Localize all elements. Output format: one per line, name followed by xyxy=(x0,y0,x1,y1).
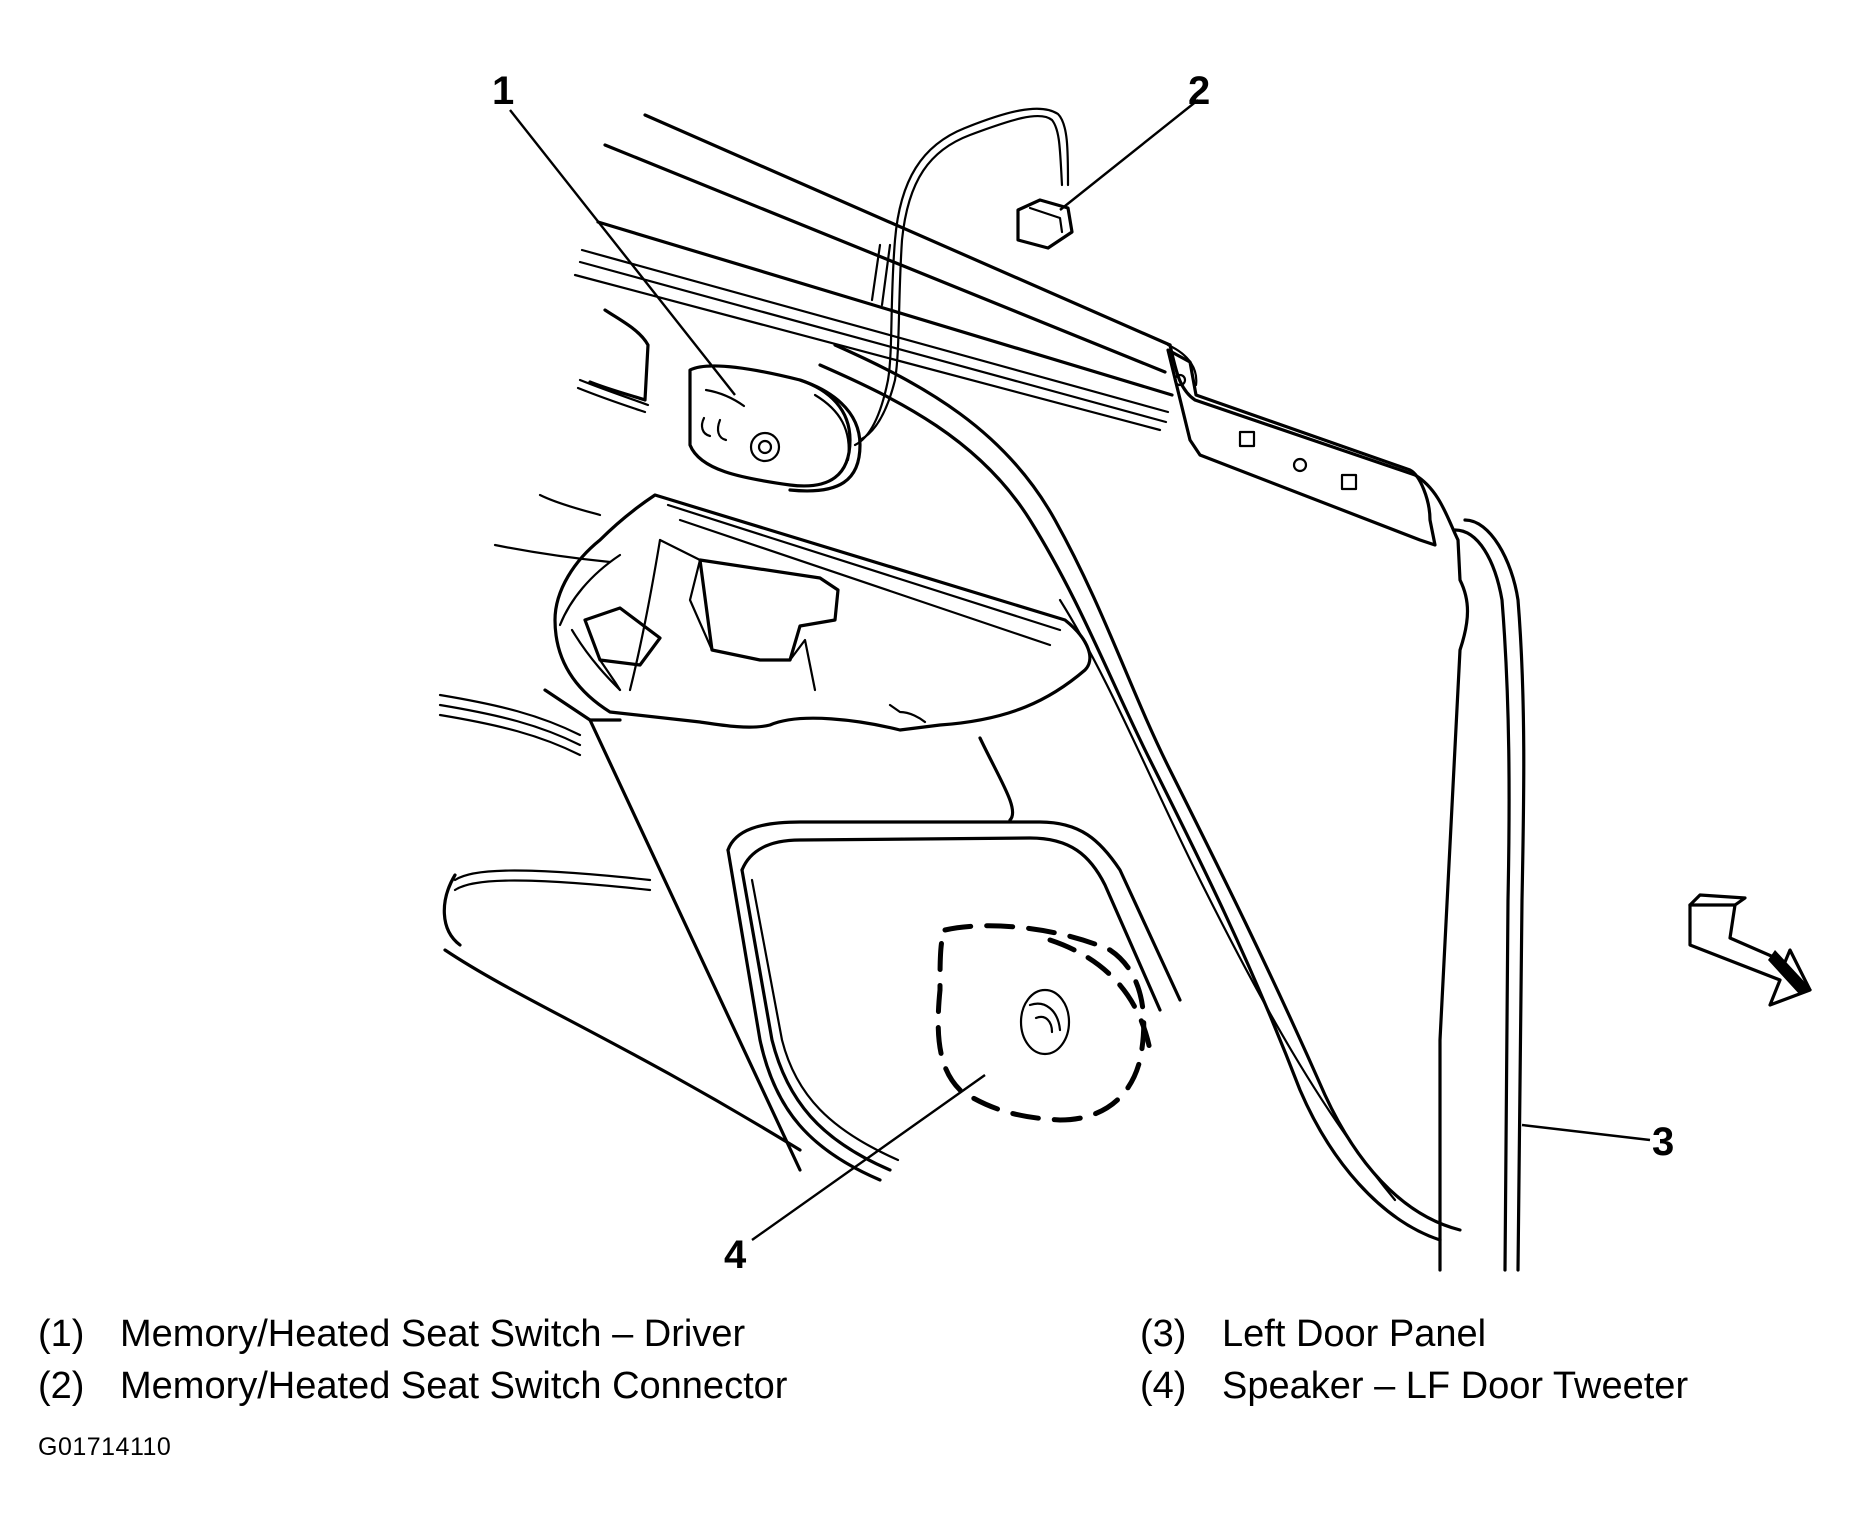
wire-harness xyxy=(853,107,1070,447)
legend-item-4: (4) Speaker – LF Door Tweeter xyxy=(1140,1360,1688,1412)
door-panel-diagram: 1 2 3 4 xyxy=(438,69,1812,1277)
middle-left-trim xyxy=(438,688,622,757)
leader-line-2 xyxy=(1059,99,1199,211)
legend-item-3: (3) Left Door Panel xyxy=(1140,1308,1688,1360)
callout-2: 2 xyxy=(1188,69,1210,113)
tweeter-outline xyxy=(935,923,1153,1123)
seat-switch xyxy=(688,364,862,493)
speaker-pocket xyxy=(726,820,1182,1182)
door-pull-cup xyxy=(553,493,1092,732)
callout-4: 4 xyxy=(724,1233,747,1277)
door-panel-outline xyxy=(1166,343,1526,1272)
legend-item-4-number: (4) xyxy=(1140,1365,1187,1407)
leader-line-3 xyxy=(1521,1123,1651,1142)
legend-item-1-text: Memory/Heated Seat Switch – Driver xyxy=(120,1313,746,1355)
direction-arrow xyxy=(1688,893,1812,1007)
callout-1: 1 xyxy=(492,69,514,113)
door-top-edges xyxy=(573,113,1174,432)
legend-item-2-number: (2) xyxy=(38,1365,85,1407)
switch-connector xyxy=(1016,198,1074,250)
legend-item-3-text: Left Door Panel xyxy=(1222,1313,1487,1355)
mounting-bracket xyxy=(1166,348,1437,547)
upper-left-trim xyxy=(493,308,650,564)
leader-line-1 xyxy=(509,109,736,396)
legend-item-4-text: Speaker – LF Door Tweeter xyxy=(1222,1365,1689,1407)
lower-panel-edges xyxy=(442,718,1015,1172)
legend-item-2-text: Memory/Heated Seat Switch Connector xyxy=(120,1365,788,1407)
legend-left-column: (1) Memory/Heated Seat Switch – Driver (2… xyxy=(38,1308,787,1412)
figure-id: G01714110 xyxy=(38,1433,172,1461)
inner-trim-curve xyxy=(818,343,1462,1242)
legend-item-2: (2) Memory/Heated Seat Switch Connector xyxy=(38,1360,787,1412)
legend-item-1-number: (1) xyxy=(38,1313,85,1355)
legend-item-1: (1) Memory/Heated Seat Switch – Driver xyxy=(38,1308,787,1360)
legend-item-3-number: (3) xyxy=(1140,1313,1187,1355)
callout-3: 3 xyxy=(1652,1120,1674,1164)
leader-line-4 xyxy=(751,1074,986,1241)
legend-right-column: (3) Left Door Panel (4) Speaker – LF Door … xyxy=(1140,1308,1688,1412)
